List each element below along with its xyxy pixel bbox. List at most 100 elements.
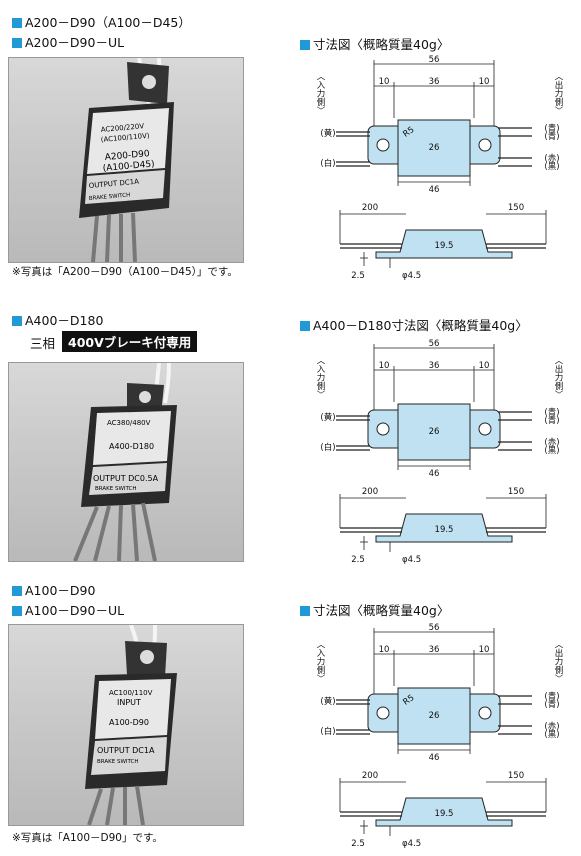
dim-height: 26: [429, 143, 440, 153]
bullet-square-icon: [300, 606, 310, 616]
photo-label: A400-D180: [109, 442, 154, 451]
wire-color-label-right: (赤): [544, 438, 559, 448]
dim-right: 10: [479, 77, 490, 87]
bullet-square-icon: [300, 321, 310, 331]
module-body: [397, 403, 471, 461]
photo-label: BRAKE SWITCH: [89, 192, 131, 202]
dim-tab: 2.5: [351, 555, 365, 565]
dim-center: 36: [429, 645, 440, 655]
output-side-label: 〈出力側〉: [553, 640, 563, 683]
module-side-view: [375, 797, 513, 827]
photo-caption-3: ※写真は「A100－D90」です。: [12, 832, 163, 844]
wire-color-label-right: (黒): [544, 162, 559, 172]
dim-base: 46: [429, 753, 440, 763]
photo-label: AC380/480V: [107, 419, 151, 427]
module-side-view: [375, 513, 513, 543]
drawing-title-2: A400－D180寸法図〈概略質量40g〉: [300, 315, 528, 334]
dim-lead-right: 150: [508, 771, 524, 781]
mounting-hole: [376, 706, 390, 720]
photo-label: OUTPUT DC0.5A: [93, 474, 159, 483]
photo-label: BRAKE SWITCH: [97, 759, 139, 765]
wire-color-label-right: (赤): [544, 722, 559, 732]
input-side-label: 〈入力側〉: [315, 640, 325, 683]
photo-label: OUTPUT DC1A: [97, 746, 155, 755]
module-side-view: [375, 229, 513, 259]
model-heading-1a: A200－D90（A100－D45）: [12, 12, 191, 31]
wire-color-label-left: (黄): [320, 696, 335, 707]
mounting-hole: [376, 138, 390, 152]
dim-tab: 2.5: [351, 271, 365, 281]
wire-color-label-right: (赤): [544, 154, 559, 164]
dim-thickness: 19.5: [435, 241, 454, 251]
dim-center: 36: [429, 361, 440, 371]
dim-center: 36: [429, 77, 440, 87]
wire-color-label-left: (白): [320, 442, 335, 453]
bullet-square-icon: [12, 18, 22, 28]
wire-color-label-right: (青): [544, 691, 559, 702]
dim-hole: φ4.5: [402, 839, 421, 849]
model-heading-1b: A200－D90－UL: [12, 32, 124, 51]
output-side-label: 〈出力側〉: [553, 356, 563, 399]
dim-lead-left: 200: [362, 487, 378, 497]
wire-color-label-right: (青): [544, 123, 559, 134]
product-photo-2: AC380/480V A400-D180 OUTPUT DC0.5A BRAKE…: [8, 362, 244, 562]
dim-lead-left: 200: [362, 771, 378, 781]
model-heading-3a: A100－D90: [12, 580, 95, 599]
wire-color-label-right: (青): [544, 415, 559, 426]
product-photo-1: AC200/220V (AC100/110V) A200-D90 (A100-D…: [8, 57, 244, 263]
module-body: [397, 687, 471, 745]
wire-color-label-right: (青): [544, 407, 559, 418]
drawing-title-3: 寸法図〈概略質量40g〉: [300, 600, 449, 619]
dim-hole: φ4.5: [402, 555, 421, 565]
input-side-label: 〈入力側〉: [315, 356, 325, 399]
photo-label: A100-D90: [109, 718, 149, 727]
dim-left: 10: [379, 361, 390, 371]
dim-tab: 2.5: [351, 839, 365, 849]
mounting-hole: [376, 422, 390, 436]
photo-label: AC200/220V: [100, 122, 144, 134]
photo-caption-1: ※写真は「A200－D90（A100－D45）」です。: [12, 266, 238, 278]
model-heading-2a: A400－D180: [12, 310, 103, 329]
bullet-square-icon: [12, 316, 22, 326]
dim-thickness: 19.5: [435, 809, 454, 819]
wire-color-label-right: (黒): [544, 446, 559, 456]
wire-color-label-left: (白): [320, 726, 335, 737]
product-photo-3: AC100/110V INPUT A100-D90 OUTPUT DC1A BR…: [8, 624, 244, 826]
dim-lead-right: 150: [508, 203, 524, 213]
dim-base: 46: [429, 185, 440, 195]
output-side-label: 〈出力側〉: [553, 72, 563, 115]
dim-right: 10: [479, 645, 490, 655]
bullet-square-icon: [12, 586, 22, 596]
dim-thickness: 19.5: [435, 525, 454, 535]
dim-lead-right: 150: [508, 487, 524, 497]
wire-color-label-right: (青): [544, 131, 559, 142]
dim-height: 26: [429, 427, 440, 437]
wire-color-label-right: (黒): [544, 730, 559, 740]
wire-color-label-left: (黄): [320, 128, 335, 139]
mounting-hole: [478, 706, 492, 720]
dim-hole: φ4.5: [402, 271, 421, 281]
wire-color-label-left: (黄): [320, 412, 335, 423]
mounting-hole: [478, 422, 492, 436]
module-body: [397, 119, 471, 177]
dim-overall: 56: [429, 339, 440, 349]
photo-label: BRAKE SWITCH: [95, 486, 137, 492]
photo-label: INPUT: [117, 698, 141, 707]
input-side-label: 〈入力側〉: [315, 72, 325, 115]
bullet-square-icon: [300, 40, 310, 50]
photo-label: A200-D90: [104, 149, 150, 163]
dim-left: 10: [379, 77, 390, 87]
dim-overall: 56: [429, 623, 440, 633]
mounting-hole: [478, 138, 492, 152]
voltage-badge: 400Vブレーキ付専用: [62, 331, 198, 352]
dim-height: 26: [429, 711, 440, 721]
photo-label: AC100/110V: [109, 689, 153, 697]
photo-label: (A100-D45): [102, 159, 155, 173]
drawing-title-1: 寸法図〈概略質量40g〉: [300, 34, 449, 53]
bullet-square-icon: [12, 606, 22, 616]
model-heading-3b: A100－D90－UL: [12, 600, 124, 619]
dim-lead-left: 200: [362, 203, 378, 213]
